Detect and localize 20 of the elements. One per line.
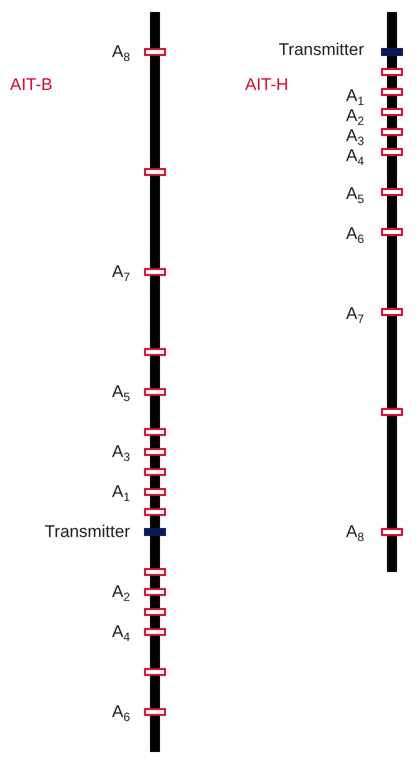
marker-label: Transmitter [44,522,130,542]
marker-label: A$_{1}$ [346,86,364,106]
group-title: AIT-H [245,75,288,95]
marker-label: A$_{8}$ [346,522,364,542]
marker-label: A$_{2}$ [346,106,364,126]
marker-label: A$_{1}$ [112,482,130,502]
marker-label: A$_{8}$ [112,42,130,62]
marker-label: A$_{5}$ [112,382,130,402]
marker-label: A$_{7}$ [112,262,130,282]
marker-label: A$_{5}$ [346,184,364,204]
marker-label: A$_{4}$ [346,146,364,166]
group-title: AIT-B [10,75,53,95]
marker-label: A$_{3}$ [346,126,364,146]
marker-label: A$_{4}$ [112,622,130,642]
marker-label: A$_{7}$ [346,304,364,324]
marker-label: A$_{2}$ [112,582,130,602]
marker-label: A$_{6}$ [112,702,130,722]
marker-label: Transmitter [278,40,364,60]
marker-label: A$_{6}$ [346,224,364,244]
marker-label: A$_{3}$ [112,442,130,462]
